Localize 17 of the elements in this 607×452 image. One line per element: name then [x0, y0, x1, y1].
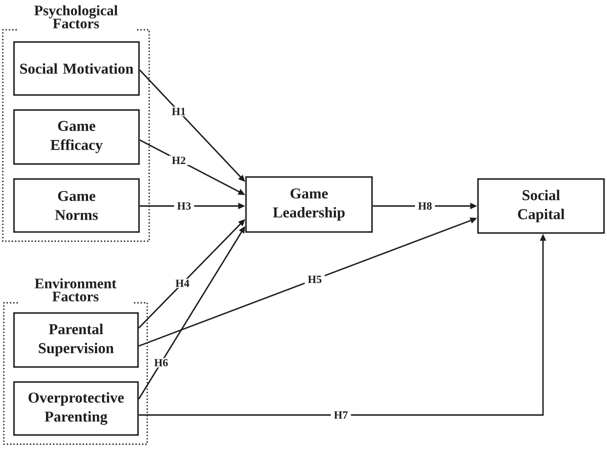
edge-label: H7 [330, 410, 351, 420]
edge-label: H5 [304, 274, 325, 284]
concept-box: Overprotective Parenting [13, 381, 139, 436]
concept-box: Game Leadership [245, 176, 373, 233]
concept-box: Parental Supervision [13, 312, 139, 368]
edge-label: H2 [168, 156, 189, 165]
edge-label: H3 [174, 201, 194, 211]
concept-box: Social Motivation [13, 41, 140, 96]
concept-box: Social Capital [477, 178, 605, 234]
edge-label: H6 [151, 358, 172, 368]
group-heading: Environment Factors [34, 278, 116, 302]
edge-label: H1 [168, 106, 189, 116]
concept-box: Game Norms [13, 178, 140, 233]
group-heading: Psychological Factors [34, 5, 118, 28]
concept-box: Game Efficacy [13, 109, 140, 165]
edge-label: H8 [414, 201, 436, 211]
edge-label: H4 [172, 278, 192, 288]
